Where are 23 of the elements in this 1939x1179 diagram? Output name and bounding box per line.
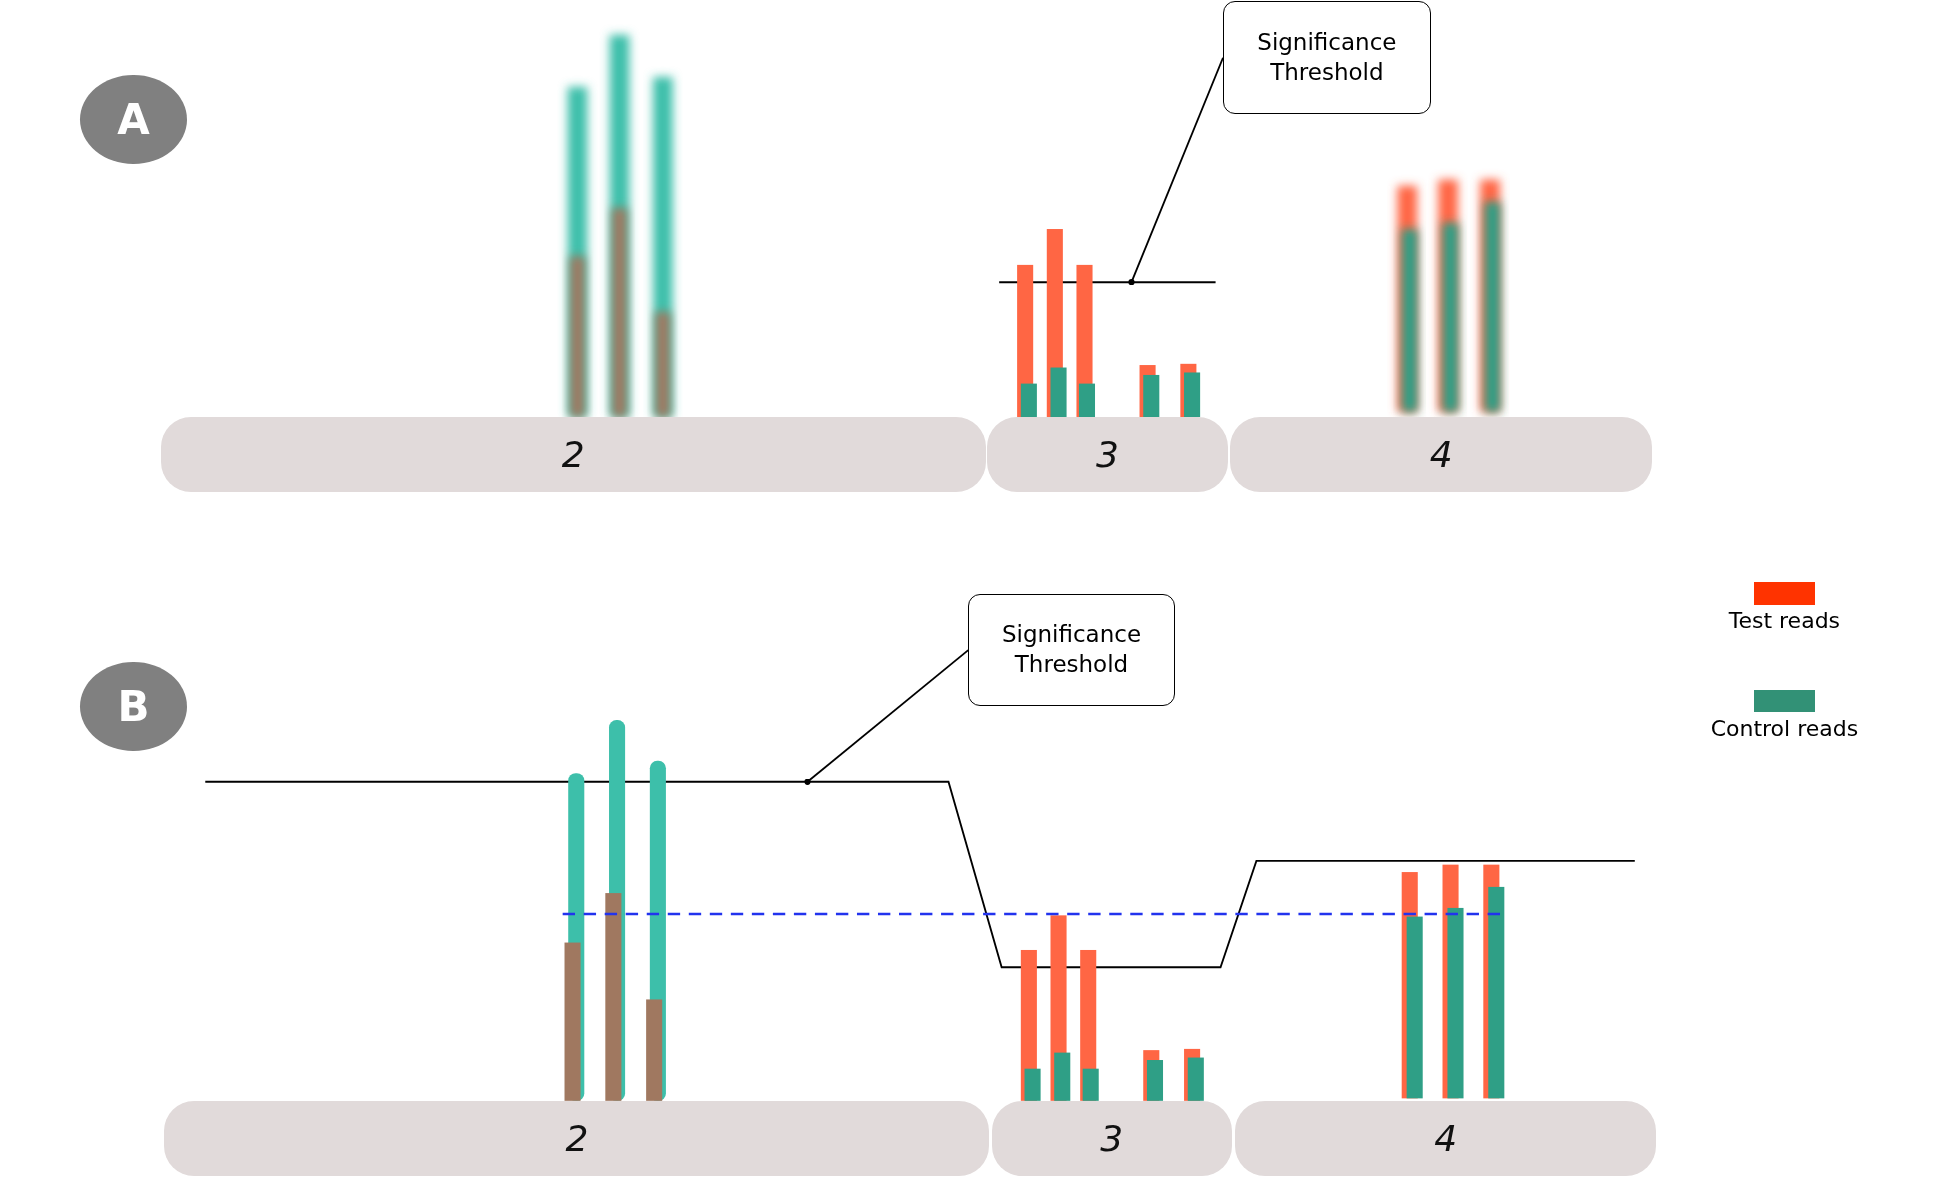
legend-label: Test reads <box>1727 608 1842 634</box>
exon-segment <box>160 416 986 493</box>
exon-number: 2 <box>561 433 585 475</box>
callout-text: Significance Threshold <box>1256 27 1398 87</box>
exon-segment <box>991 1100 1232 1176</box>
exon-segment <box>986 416 1228 493</box>
exon-segment <box>1235 1100 1656 1176</box>
exon-number: 4 <box>1434 1117 1458 1159</box>
panel-letter: A <box>117 95 150 145</box>
leader-line <box>1128 56 1224 286</box>
exon-number: 3 <box>1100 1117 1124 1159</box>
leader-line <box>804 649 970 785</box>
legend-label: Control reads <box>1709 716 1860 741</box>
callout-box <box>968 593 1175 707</box>
callout-text: Significance Threshold <box>1000 619 1143 679</box>
exon-segment <box>164 1100 990 1176</box>
callout-box <box>1223 1 1431 114</box>
exon-number: 2 <box>565 1117 589 1159</box>
threshold-line <box>204 780 1636 969</box>
exon-number: 4 <box>1429 433 1453 475</box>
exon-number: 3 <box>1095 433 1119 475</box>
exon-segment <box>1230 416 1653 493</box>
panel-letter: B <box>117 681 150 731</box>
